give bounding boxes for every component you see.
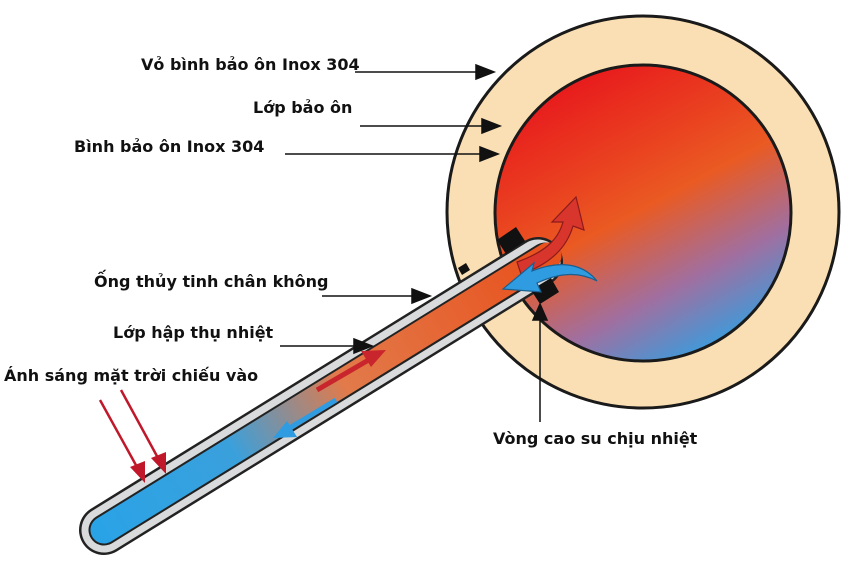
leader-rubber-ring <box>531 302 549 422</box>
label-insulation: Lớp bảo ôn <box>253 98 352 117</box>
rubber-ring <box>458 227 559 304</box>
leader-absorber <box>280 337 375 355</box>
leader-insulation <box>360 117 503 135</box>
label-inner-tank: Bình bảo ôn Inox 304 <box>74 137 264 156</box>
leader-vacuum-tube <box>322 287 433 305</box>
label-rubber-ring: Vòng cao su chịu nhiệt <box>493 429 698 448</box>
cold-water-return-arrow <box>501 261 598 293</box>
label-absorber-layer: Lớp hập thụ nhiệt <box>113 323 274 342</box>
sun-ray-arrow <box>98 399 145 483</box>
hot-water-rise-arrow <box>516 195 585 275</box>
cold-flow-down-arrow <box>273 397 338 438</box>
label-vacuum-tube: Ống thủy tinh chân không <box>94 270 328 291</box>
hot-flow-up-arrow <box>315 350 386 393</box>
sun-ray-arrow <box>119 389 166 474</box>
inner-tank <box>493 63 793 363</box>
label-outer-shell: Vỏ bình bảo ôn Inox 304 <box>141 55 360 74</box>
leader-outer-shell <box>355 63 497 81</box>
leader-inner-tank <box>285 145 501 163</box>
label-sunlight: Ánh sáng mặt trời chiếu vào <box>4 366 258 385</box>
